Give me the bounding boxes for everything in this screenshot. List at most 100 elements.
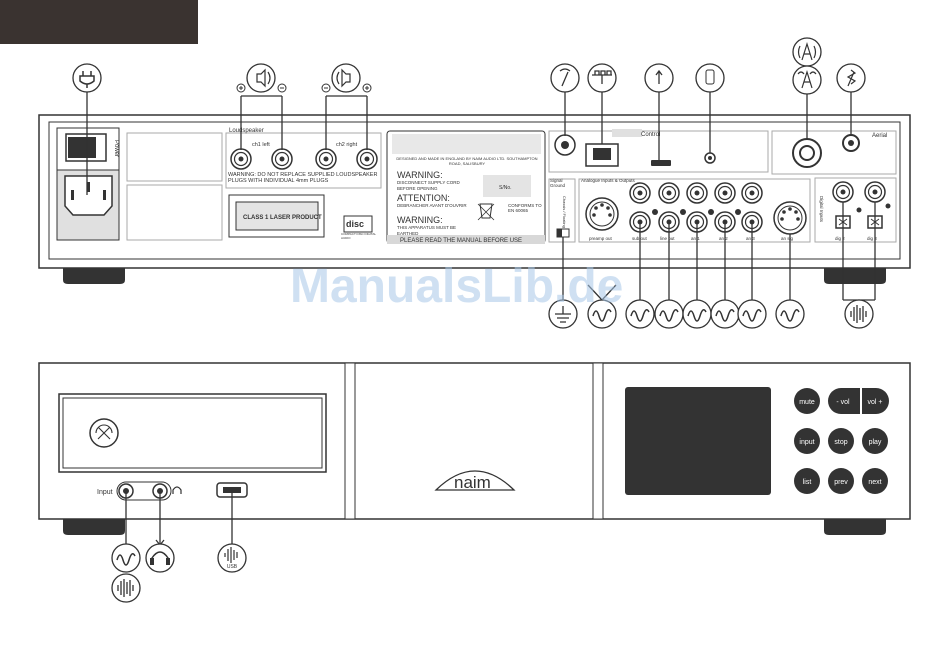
an-sig-din[interactable] <box>773 201 807 235</box>
an3-top[interactable] <box>741 182 763 204</box>
brand-logo: naim <box>454 473 491 492</box>
loudspeaker-section: Loudspeaker ch1 left ch2 right WARNING: … <box>225 128 382 189</box>
jack-label-preamp: preamp out <box>589 236 613 241</box>
vol-down-button-label: - vol <box>836 399 850 406</box>
conforms-text: CONFORMS TO EN 60065 <box>508 203 542 213</box>
usb-digital-icon: USB <box>217 543 247 573</box>
remote-icon <box>695 63 725 93</box>
disc-logo: COMPACT DISC DIGITAL AUDIO <box>341 232 376 240</box>
power-label: Power <box>113 140 119 157</box>
ground-icon <box>548 299 578 329</box>
fm-aerial-socket[interactable] <box>792 138 822 168</box>
usb-label: USB <box>227 564 238 570</box>
warning2-text: THIS APPARATUS MUST BE EARTHED <box>397 225 457 236</box>
jack-label-ansig: an sig <box>781 236 794 241</box>
jack-label-an1: an 1 <box>691 236 700 241</box>
input-button[interactable]: input <box>794 428 820 454</box>
analogue-wave-icon-5 <box>710 299 740 329</box>
disc-logo-mark: disc <box>346 219 364 229</box>
label-plate: DESIGNED AND MADE IN ENGLAND BY NAIM AUD… <box>386 130 546 244</box>
stop-button-label: stop <box>834 439 847 446</box>
dig2-coax[interactable] <box>832 181 854 203</box>
aerial-section: Aerial <box>771 130 897 175</box>
next-button[interactable]: next <box>862 468 888 494</box>
jack-label-an2: an 2 <box>719 236 728 241</box>
control-buttons: mute - vol vol + input stop play <box>794 388 889 494</box>
input-button-label: input <box>799 439 814 446</box>
jack-label-dig2: dig 2 <box>835 236 845 241</box>
loudspeaker-label: Loudspeaker <box>229 128 264 134</box>
front-digital-wave-icon <box>111 573 141 603</box>
headphones-icon <box>145 543 175 573</box>
speaker-left-icon <box>246 63 276 93</box>
analogue-io-label: Analogue Inputs & Outputs <box>581 178 635 183</box>
display-screen <box>625 387 771 495</box>
serial-label: S/No. <box>499 185 512 191</box>
speaker-ch1-minus[interactable] <box>271 148 293 170</box>
speaker-ch1-label: ch1 left <box>252 142 270 148</box>
analogue-wave-icon-3 <box>654 299 684 329</box>
prev-button[interactable]: prev <box>828 468 854 494</box>
laser-label: CLASS 1 LASER PRODUCT <box>243 215 322 221</box>
signal-ground-label: Signal Ground <box>550 178 566 188</box>
designed-text: DESIGNED AND MADE IN ENGLAND BY NAIM AUD… <box>396 156 538 166</box>
speaker-ch2-plus[interactable] <box>356 148 378 170</box>
aerial-label: Aerial <box>872 133 887 139</box>
an2-top[interactable] <box>714 182 736 204</box>
control-label: Control <box>641 132 660 138</box>
warning1-text: DISCONNECT SUPPLY CORD BEFORE OPENING <box>397 180 460 191</box>
top-callouts <box>86 92 852 195</box>
list-button-label: list <box>803 479 812 486</box>
jack-label-an3: an 3 <box>746 236 755 241</box>
analogue-io-section: Analogue Inputs & Outputs preamp out sub… <box>578 178 811 243</box>
play-button-label: play <box>869 439 882 446</box>
top-icons <box>72 37 866 95</box>
mute-button-label: mute <box>799 399 815 406</box>
prev-button-label: prev <box>834 479 848 486</box>
analogue-wave-icon-2 <box>625 299 655 329</box>
preamp-out-din[interactable] <box>585 197 619 231</box>
jack-label-dig3: dig 3 <box>867 236 877 241</box>
speaker-ch2-label: ch2 right <box>336 142 358 148</box>
vol-up-button-label: vol + <box>868 399 883 406</box>
speaker-warning: WARNING: DO NOT REPLACE SUPPLIED LOUDSPE… <box>228 172 378 184</box>
next-button-label: next <box>868 479 881 486</box>
attention-title: ATTENTION: <box>397 193 450 203</box>
list-button[interactable]: list <box>794 468 820 494</box>
an1-top[interactable] <box>686 182 708 204</box>
bottom-icons <box>548 299 874 329</box>
analogue-wave-icon-4 <box>682 299 712 329</box>
digital-inputs-section: Digital Inputs dig 2 dig 3 <box>814 177 897 243</box>
header-tab <box>0 0 198 44</box>
watermark: ManualsLib.de <box>290 260 623 313</box>
front-input-label: Input <box>97 489 113 496</box>
line-out-top[interactable] <box>658 182 680 204</box>
rear-panel: Power Loudspeaker ch1 left ch2 right WAR… <box>38 114 911 284</box>
speaker-ch1-plus[interactable] <box>230 148 252 170</box>
vol-up-button[interactable]: vol + <box>862 388 889 414</box>
jack-label-line: line out <box>660 236 675 241</box>
power-section: Power <box>56 127 120 241</box>
dig3-coax[interactable] <box>864 181 886 203</box>
warning1-title: WARNING: <box>397 170 443 180</box>
digital-inputs-label: Digital Inputs <box>819 196 824 223</box>
play-button[interactable]: play <box>862 428 888 454</box>
headphone-small-icon <box>172 486 182 494</box>
digital-wave-icon <box>844 299 874 329</box>
stop-button[interactable]: stop <box>828 428 854 454</box>
speaker-right-icon <box>331 63 361 93</box>
mini-usb-port[interactable] <box>651 160 671 166</box>
attention-text: DEBRANCHER AVANT D'OUVRIR <box>397 203 467 208</box>
front-panel: Input naim mute - vol vol + <box>38 362 911 535</box>
speaker-ch2-minus[interactable] <box>315 148 337 170</box>
warning2-title: WARNING: <box>397 215 443 225</box>
mute-button[interactable]: mute <box>794 388 820 414</box>
front-analogue-wave-icon <box>111 543 141 573</box>
ground-switch-label: Chassis / Floating <box>562 196 567 228</box>
signal-ground-section: Signal Ground Chassis / Floating <box>548 178 576 243</box>
vol-down-button[interactable]: - vol <box>828 388 860 414</box>
analogue-wave-icon-6 <box>737 299 767 329</box>
sub-out-top[interactable] <box>629 182 651 204</box>
please-read: PLEASE READ THE MANUAL BEFORE USE <box>400 238 522 244</box>
